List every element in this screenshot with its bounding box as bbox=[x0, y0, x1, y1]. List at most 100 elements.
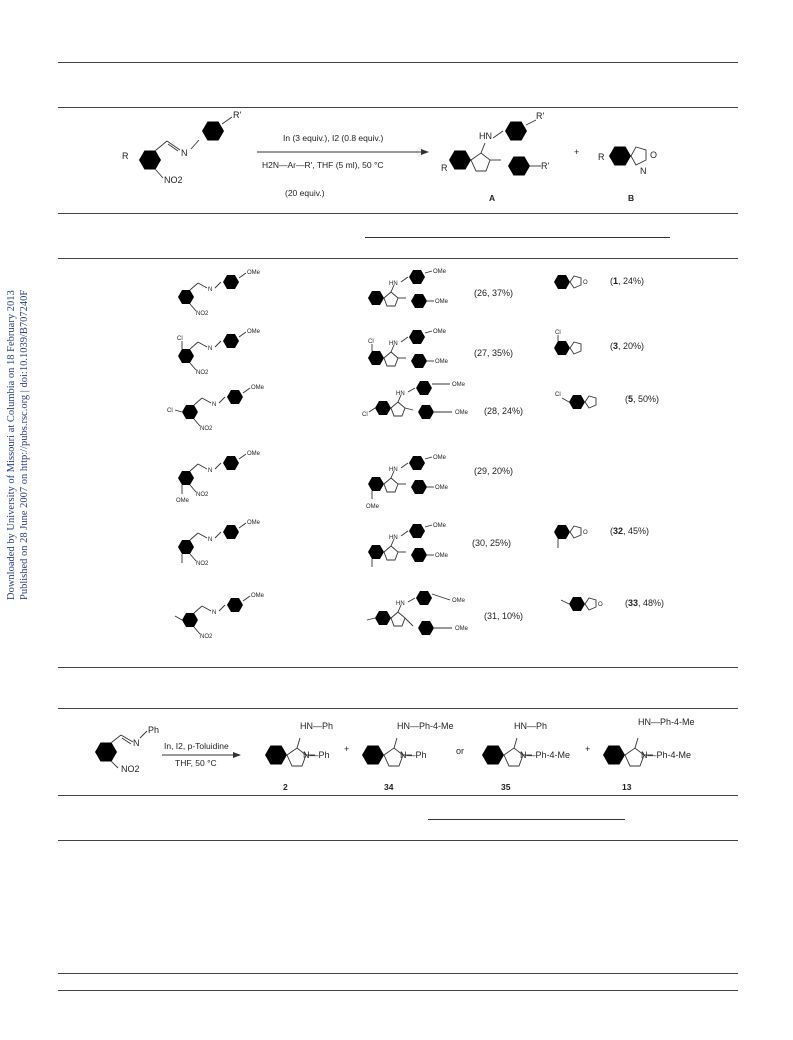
product-2-num: 2 bbox=[283, 782, 288, 792]
row5-no2-label: NO2 bbox=[196, 561, 209, 567]
rule-footer-2 bbox=[58, 990, 738, 991]
row5-product-ome-2: OMe bbox=[435, 553, 449, 559]
rule-table2-header-bottom bbox=[58, 840, 738, 841]
table-row: N OMe NO2 OMe HN OMe OMe OMe (29, 20%) bbox=[176, 451, 513, 510]
download-watermark: Downloaded by University of Missouri at … bbox=[2, 284, 38, 604]
row4-product-ome-3: OMe bbox=[366, 504, 380, 510]
scheme2-product-35 bbox=[482, 737, 532, 767]
row4-n-label: N bbox=[208, 468, 212, 474]
scheme1-reactant bbox=[139, 116, 233, 179]
row1-byproduct bbox=[554, 275, 582, 289]
product-35-nh: HN—Ph bbox=[514, 721, 547, 731]
scheme2-or: or bbox=[456, 746, 464, 756]
product-2-n: N—Ph bbox=[303, 750, 330, 760]
rule-table-bottom bbox=[58, 667, 738, 668]
row6-product bbox=[366, 591, 452, 635]
row1-no2-label: NO2 bbox=[196, 311, 209, 317]
rule-scheme1-top bbox=[58, 107, 738, 108]
row5-n-label: N bbox=[208, 537, 212, 543]
row4-no2-label: NO2 bbox=[196, 492, 209, 498]
product-13-nh: HN—Ph-4-Me bbox=[638, 717, 695, 727]
row3-byproduct-cl: Cl bbox=[555, 392, 561, 398]
row6-ome-label: OMe bbox=[251, 593, 265, 599]
scheme1-product-b bbox=[609, 146, 647, 166]
row5-ome-label: OMe bbox=[247, 520, 261, 526]
row4-hn-label: HN bbox=[389, 467, 398, 473]
row6-no2-label: NO2 bbox=[200, 634, 213, 640]
row2-product-ome-2: OMe bbox=[435, 359, 449, 365]
scheme1-product-a bbox=[449, 119, 541, 176]
reactant-rprime-label: R' bbox=[233, 110, 241, 120]
row5-byproduct-num: 32 bbox=[613, 526, 623, 536]
row2-product bbox=[368, 330, 434, 368]
row6-byproduct-o: O bbox=[598, 602, 603, 608]
row2-cl-label: Cl bbox=[177, 336, 183, 342]
row3-byproduct bbox=[561, 395, 597, 409]
table-row: N OMe NO2 HN OMe OMe (31, 10%) O (33, 48… bbox=[174, 591, 664, 640]
row6-byproduct-num: 33 bbox=[628, 598, 638, 608]
row1-product bbox=[368, 270, 434, 308]
row1-product-ome-2: OMe bbox=[435, 299, 449, 305]
row5-reactant bbox=[178, 522, 247, 563]
product-a-rprime-label-1: R' bbox=[536, 111, 544, 121]
scheme2-reactant bbox=[95, 730, 148, 769]
row3-product bbox=[368, 381, 452, 419]
row3-byproduct-pct: 50% bbox=[638, 394, 656, 404]
rule-table2-header-span bbox=[428, 819, 625, 820]
row6-n-label: N bbox=[212, 610, 216, 616]
watermark-line-1: Downloaded by University of Missouri at … bbox=[6, 290, 17, 600]
product-13-num: 13 bbox=[622, 782, 632, 792]
row3-product-cl: Cl bbox=[362, 412, 368, 418]
row5-byproduct-pct: 45% bbox=[628, 526, 646, 536]
row6-byproduct-yield: (33, 48%) bbox=[625, 598, 664, 608]
scheme1-conditions-mid: H2N—Ar—R', THF (5 ml), 50 °C bbox=[262, 160, 384, 170]
product-34-nh: HN—Ph-4-Me bbox=[397, 721, 454, 731]
row2-byproduct bbox=[554, 335, 582, 355]
row1-product-ome-1: OMe bbox=[433, 269, 447, 275]
product-a-rprime-label-2: R' bbox=[541, 161, 549, 171]
row4-product-yield: (29, 20%) bbox=[474, 466, 513, 476]
row6-hn-label: HN bbox=[396, 601, 405, 607]
row4-product-ome-2: OMe bbox=[435, 485, 449, 491]
row6-product-ome-1: OMe bbox=[452, 598, 466, 604]
row6-byproduct bbox=[560, 597, 597, 611]
row1-byproduct-pct: 24% bbox=[623, 276, 641, 286]
row2-byproduct-num: 3 bbox=[613, 341, 618, 351]
row1-reactant bbox=[178, 272, 247, 312]
product-b-r-label: R bbox=[598, 152, 605, 162]
row1-n-label: N bbox=[208, 287, 212, 293]
row3-byproduct-num: 5 bbox=[628, 394, 633, 404]
rule-footer-1 bbox=[58, 973, 738, 974]
scheme2-plus-2: + bbox=[585, 744, 590, 754]
row3-product-ome-1: OMe bbox=[452, 382, 466, 388]
row5-byproduct bbox=[554, 525, 582, 548]
product-13-n: N—Ph-4-Me bbox=[641, 750, 691, 760]
row3-product-yield: (28, 24%) bbox=[484, 406, 523, 416]
row6-reactant bbox=[174, 595, 251, 635]
row2-product-yield: (27, 35%) bbox=[474, 348, 513, 358]
product-35-num: 35 bbox=[501, 782, 511, 792]
scheme2-product-2 bbox=[265, 737, 315, 767]
row1-hn-label: HN bbox=[389, 281, 398, 287]
row5-hn-label: HN bbox=[389, 535, 398, 541]
row2-product-ome-1: OMe bbox=[433, 329, 447, 335]
scheme2-product-34 bbox=[362, 737, 412, 767]
product-a-r-label: R bbox=[441, 163, 448, 173]
product-a-label: A bbox=[489, 193, 495, 203]
row3-reactant bbox=[174, 387, 251, 427]
rule-top bbox=[58, 62, 738, 63]
row2-ome-label: OMe bbox=[247, 329, 261, 335]
product-b-label: B bbox=[628, 193, 634, 203]
row2-product-cl: Cl bbox=[368, 339, 374, 345]
row3-n-label: N bbox=[212, 402, 216, 408]
row3-product-ome-2: OMe bbox=[455, 410, 469, 416]
row4-ome-label: OMe bbox=[247, 451, 261, 457]
row6-product-ome-2: OMe bbox=[455, 626, 469, 632]
product-35-n: N—Ph-4-Me bbox=[520, 750, 570, 760]
table-row: Cl N OMe NO2 Cl HN OMe OMe (27, 35%) Cl … bbox=[177, 329, 644, 376]
scheme2-product-13 bbox=[603, 737, 653, 767]
row2-n-label: N bbox=[208, 346, 212, 352]
rule-scheme2-top bbox=[58, 708, 738, 709]
reactant-benzene-ring bbox=[139, 150, 161, 170]
